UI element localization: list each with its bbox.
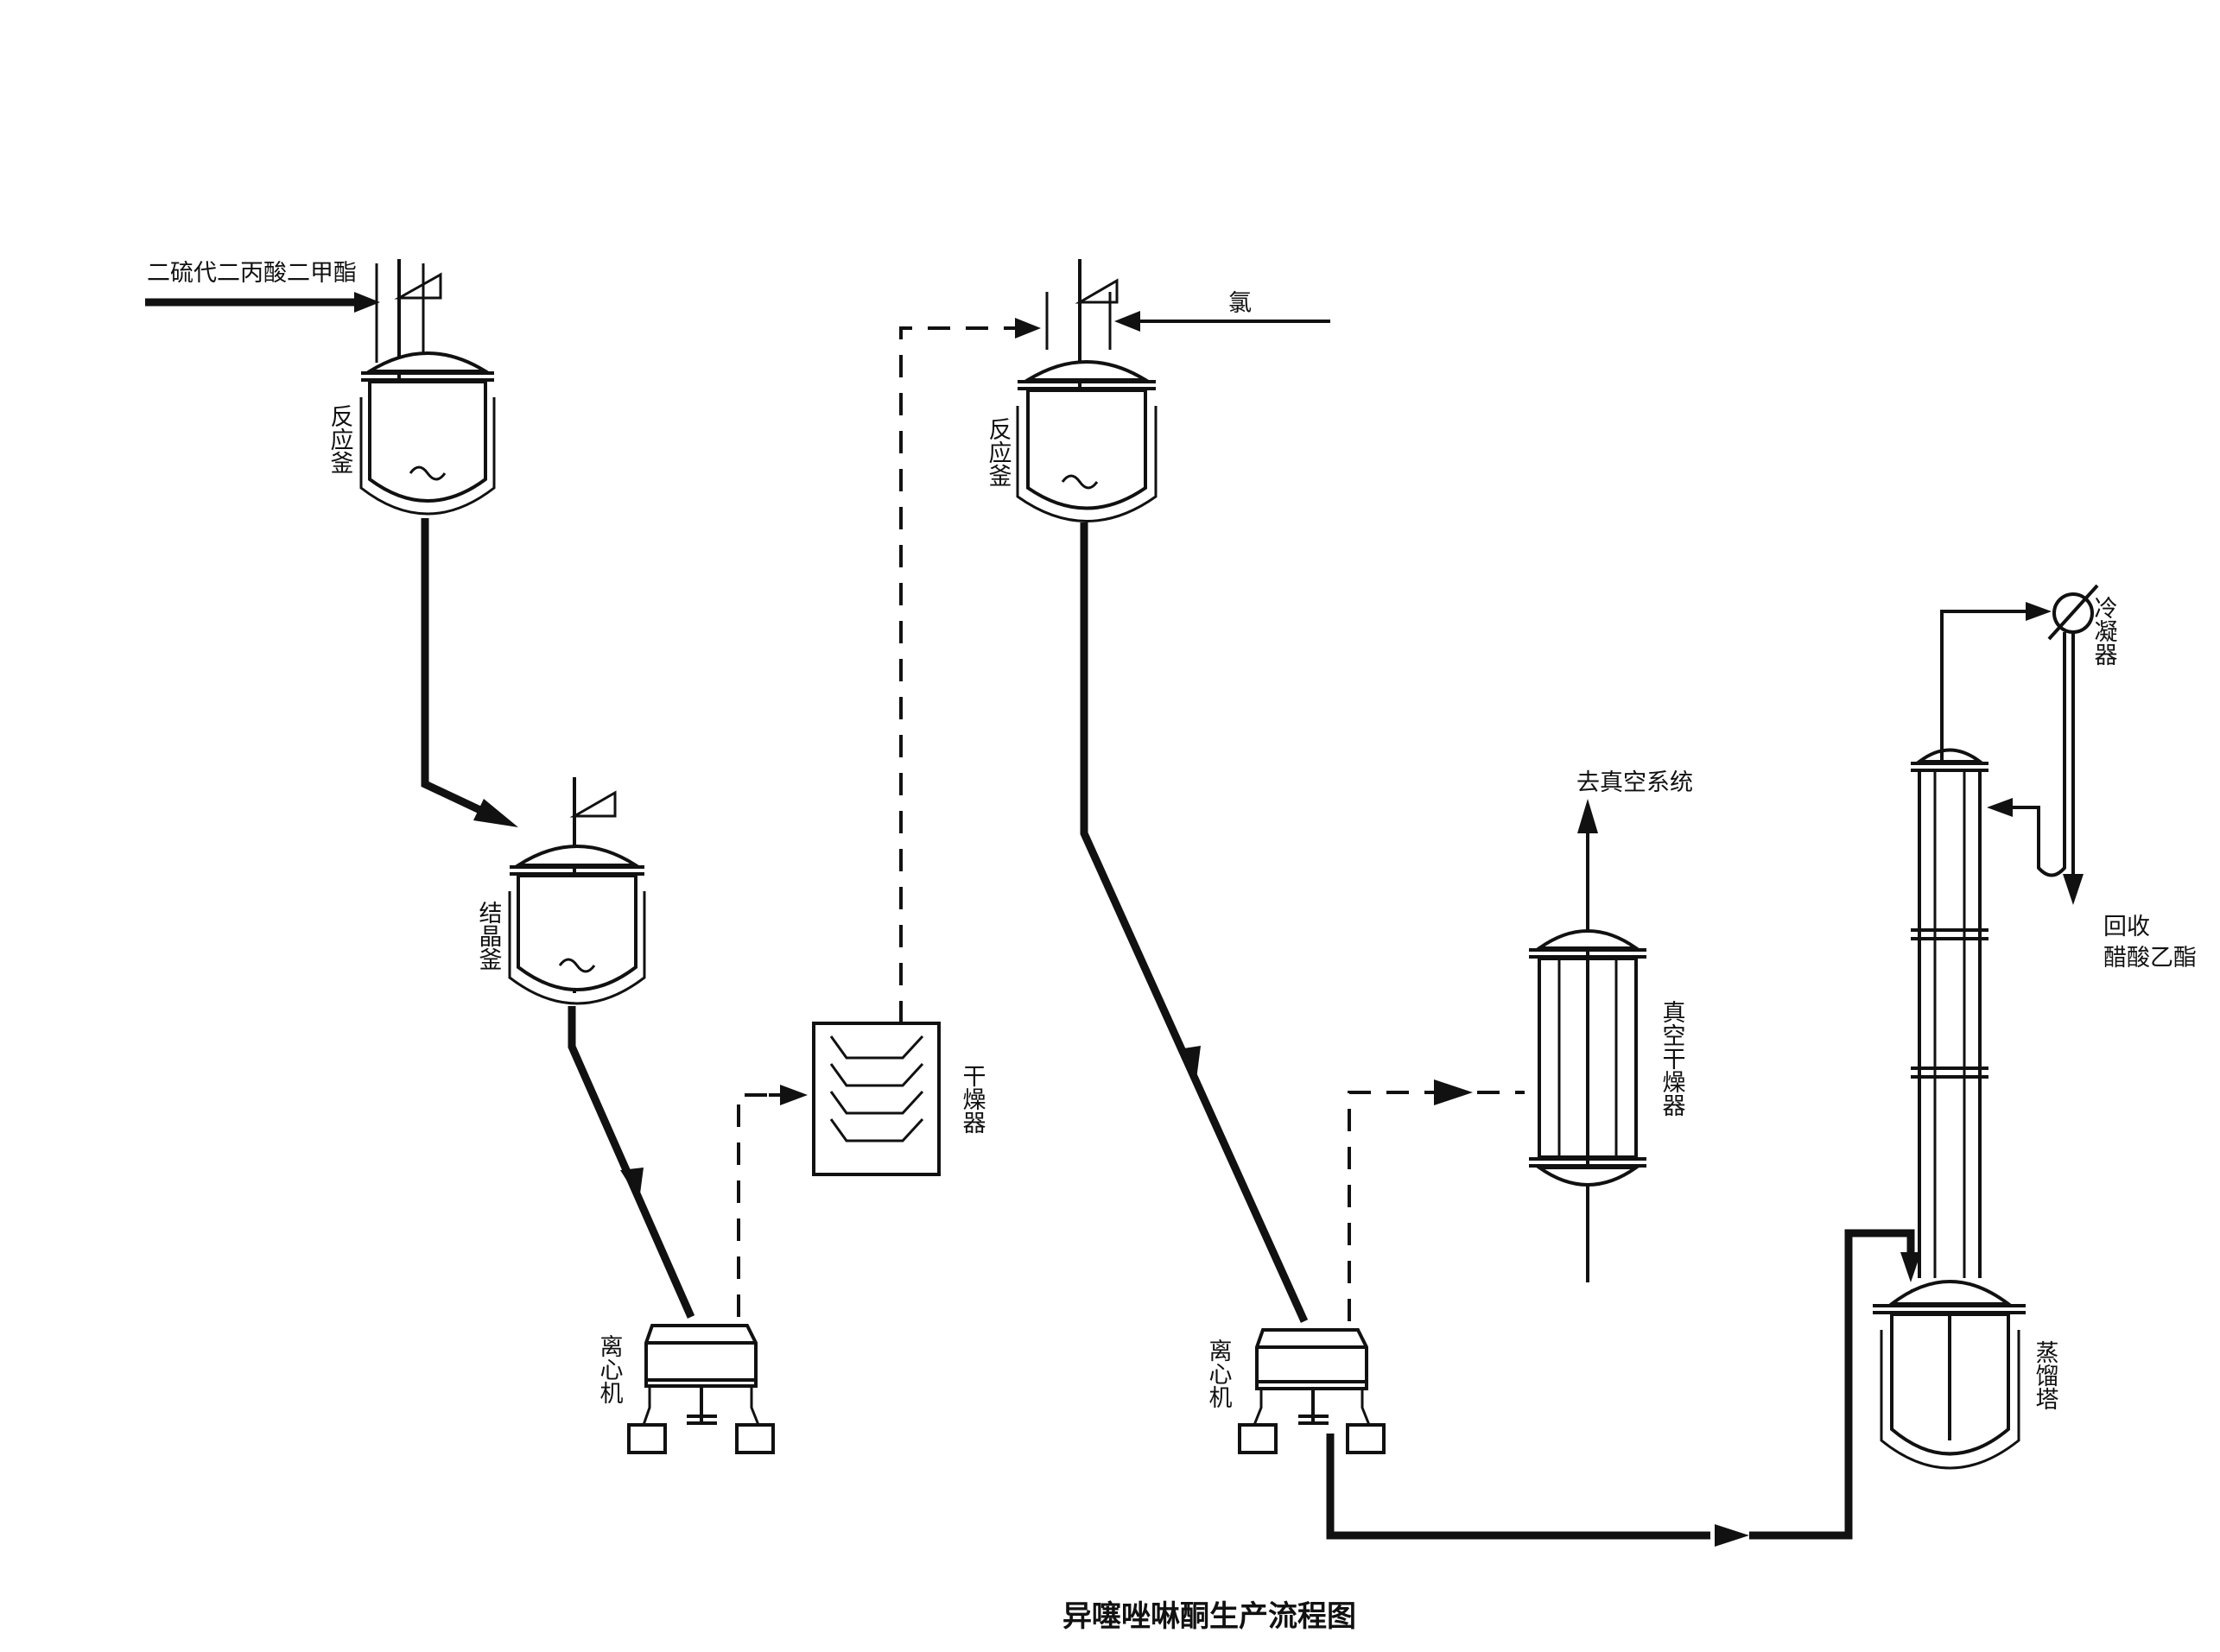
flow-centrifuge2-to-vacuum-dryer [1348, 1079, 1525, 1321]
vacuum-arrow [1577, 799, 1598, 915]
flow-centrifuge1-to-dryer [737, 1085, 808, 1317]
flow-reactor1-to-crystallizer [421, 518, 518, 827]
vacuum-dryer [1529, 881, 1646, 1282]
flow-tower-to-condenser [1940, 602, 2052, 762]
feed-label: 二硫代二丙酸二甲酯 [147, 260, 357, 287]
condenser [2047, 584, 2099, 905]
vacuum-dryer-label: 真空干燥器 [1659, 1000, 1686, 1117]
centrifuge-2 [1238, 1328, 1386, 1454]
reflux-loop [1987, 632, 2066, 877]
chlorine-label: 氯 [1228, 290, 1252, 317]
vacuum-label: 去真空系统 [1576, 769, 1693, 796]
crystallizer-label: 结晶釜 [475, 901, 503, 971]
crystallizer [508, 777, 646, 1005]
recovery-label-1: 回收 [2103, 914, 2150, 940]
reactor-2 [1016, 259, 1158, 522]
recovery-label-2: 醋酸乙酯 [2103, 945, 2197, 972]
diagram-title: 异噻唑啉酮生产流程图 [1062, 1599, 1356, 1634]
flow-centrifuge2-to-tower [1326, 1229, 1921, 1547]
distillation-tower-label: 蒸馏塔 [2032, 1340, 2059, 1410]
centrifuge-1-label: 离心机 [596, 1334, 624, 1404]
condenser-label: 冷凝器 [2090, 596, 2118, 666]
dryer [812, 1022, 941, 1176]
reactor-1 [359, 259, 496, 516]
flow-reactor2-to-centrifuge2 [1080, 522, 1309, 1323]
flow-dryer-to-reactor2 [899, 318, 1041, 1023]
dryer-label: 干燥器 [959, 1064, 986, 1134]
centrifuge-1 [627, 1324, 775, 1454]
reactor-2-label: 反应釜 [985, 417, 1012, 487]
reactor-1-label: 反应釜 [327, 404, 354, 474]
chlorine-arrow [1114, 311, 1330, 332]
feed-arrow [145, 292, 380, 313]
centrifuge-2-label: 离心机 [1205, 1339, 1233, 1408]
flow-crystallizer-to-centrifuge1 [568, 1006, 695, 1319]
distillation-tower [1873, 748, 2026, 1470]
